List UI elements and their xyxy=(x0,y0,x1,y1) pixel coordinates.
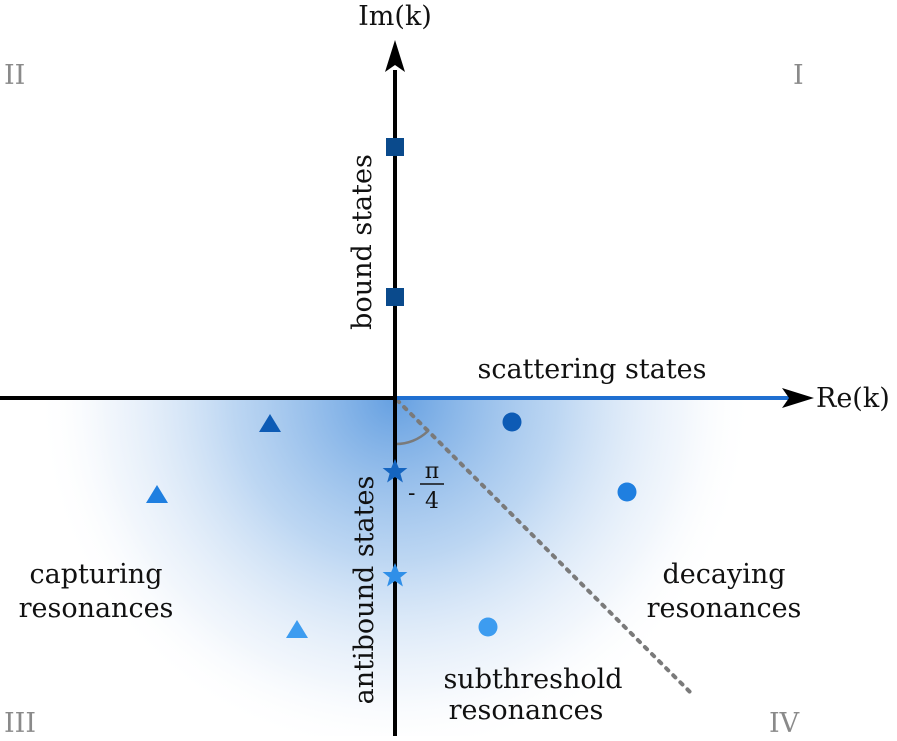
quadrant-IV-label: IV xyxy=(769,708,800,736)
bound-state-upper xyxy=(386,138,404,156)
antibound-state-upper xyxy=(382,459,408,483)
decaying-resonance-1 xyxy=(502,412,522,432)
real-axis-label: Re(k) xyxy=(816,383,890,414)
capturing-resonances-line2: resonances xyxy=(19,593,174,624)
angle-numerator: π xyxy=(425,459,439,484)
angle-denominator: 4 xyxy=(425,489,439,514)
angle-arc xyxy=(394,430,429,446)
subthreshold-resonances-line2: resonances xyxy=(449,695,604,726)
bound-states-label: bound states xyxy=(347,154,378,330)
antibound-states-label: antibound states xyxy=(349,476,380,705)
capturing-resonance-2 xyxy=(146,485,168,503)
capturing-resonance-3 xyxy=(286,620,308,638)
decaying-resonances-line1: decaying xyxy=(662,559,785,590)
quadrant-II-label: II xyxy=(4,60,25,91)
capturing-resonances-line1: capturing xyxy=(30,559,163,590)
decaying-resonances-line2: resonances xyxy=(647,593,802,624)
decaying-resonance-2 xyxy=(617,482,637,502)
subthreshold-resonance xyxy=(478,617,498,637)
lower-half-plane-glow xyxy=(0,398,897,736)
angle-sign: - xyxy=(408,481,415,506)
real-axis-arrow xyxy=(782,388,814,408)
diagonal-threshold-line xyxy=(395,398,692,694)
capturing-resonance-1 xyxy=(259,414,281,432)
subthreshold-resonances-line1: subthreshold xyxy=(443,664,622,695)
scattering-states-label: scattering states xyxy=(477,354,706,385)
quadrant-I-label: I xyxy=(793,60,804,91)
imaginary-axis-arrow xyxy=(385,40,405,72)
imaginary-axis-label: Im(k) xyxy=(358,1,432,32)
bound-state-lower xyxy=(386,288,404,306)
antibound-state-lower xyxy=(382,563,408,587)
quadrant-III-label: III xyxy=(4,708,36,736)
